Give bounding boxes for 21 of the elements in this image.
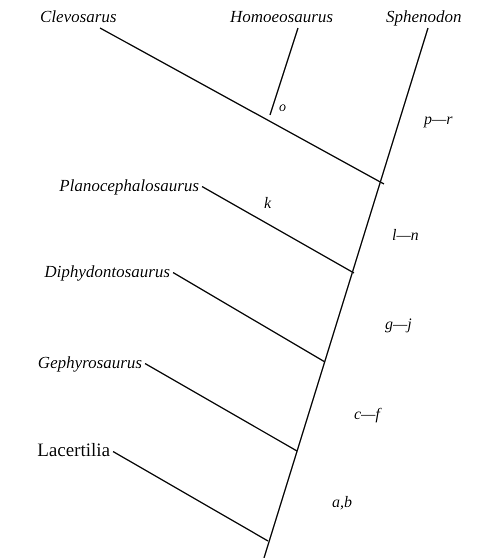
- taxon-name: Diphydontosaurus: [44, 263, 170, 280]
- branch-line: [202, 186, 354, 274]
- character-label: p—r: [424, 112, 452, 128]
- character-label: g—j: [385, 317, 412, 333]
- taxon-name: Sphenodon: [386, 8, 462, 25]
- taxon-name: Planocephalosaurus: [59, 177, 199, 194]
- branch-line: [263, 28, 429, 558]
- branch-line: [112, 450, 268, 542]
- character-label: k: [264, 196, 272, 212]
- branch-line: [172, 272, 326, 363]
- branch-line: [269, 28, 299, 116]
- character-label: l—n: [392, 228, 419, 244]
- character-label: c—f: [354, 407, 380, 423]
- taxon-name: Gephyrosaurus: [38, 354, 142, 371]
- character-label: a,b: [332, 495, 352, 511]
- taxon-name: Clevosarus: [40, 8, 116, 25]
- taxon-name: Homoeosaurus: [230, 8, 333, 25]
- branch-line: [144, 362, 298, 452]
- character-label: o: [279, 101, 286, 115]
- branch-line: [100, 27, 384, 185]
- taxon-name: Lacertilia: [37, 441, 110, 460]
